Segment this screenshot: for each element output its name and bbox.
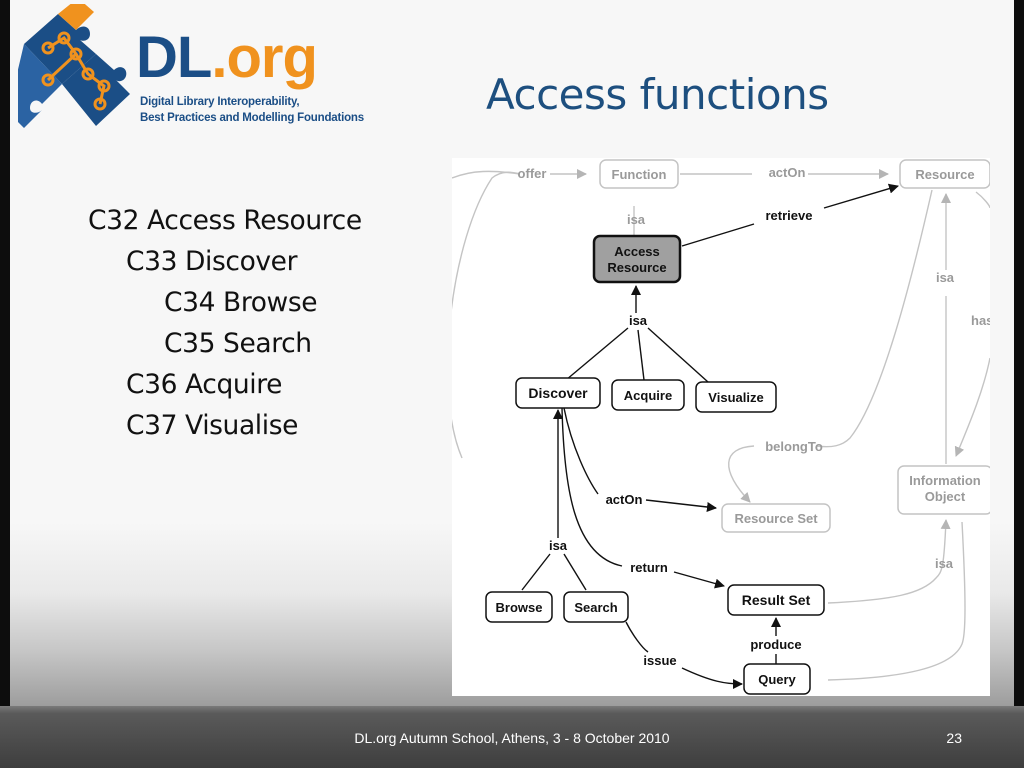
- edge-label-isa-function: isa: [627, 212, 646, 227]
- edge-access-retrieve: [681, 223, 755, 247]
- edge-label-retrieve: retrieve: [766, 208, 813, 223]
- node-resource-set-label: Resource Set: [734, 511, 818, 526]
- puzzle-logo-icon: [18, 4, 130, 128]
- concept-list: C32 Access Resource C33 Discover C34 Bro…: [88, 200, 362, 446]
- logo-wordmark-suffix: .org: [211, 25, 318, 90]
- edge-query-infoobject: [827, 521, 966, 681]
- node-resource[interactable]: Resource: [899, 159, 990, 189]
- edge-label-issue: issue: [643, 653, 676, 668]
- edge-isa-search: [563, 553, 587, 591]
- node-information-object[interactable]: Information Object: [897, 465, 990, 515]
- concept-item-c37: C37 Visualise: [126, 410, 299, 441]
- node-discover[interactable]: Discover: [515, 377, 601, 409]
- edge-label-isa-access: isa: [629, 313, 648, 328]
- edge-label-isa-infoobject: isa: [935, 556, 954, 571]
- node-resource-label: Resource: [915, 167, 974, 182]
- edge-isa-browse: [521, 553, 551, 591]
- edge-isa-acquire: [637, 329, 645, 381]
- edge-isa-discover: [565, 327, 629, 381]
- node-browse-label: Browse: [496, 600, 543, 615]
- edge-isa-visualize: [647, 327, 709, 383]
- node-function[interactable]: Function: [599, 159, 679, 189]
- edge-label-return: return: [630, 560, 668, 575]
- edge-hasi: [954, 357, 990, 457]
- node-function-label: Function: [612, 167, 667, 182]
- edge-label-offer: offer: [518, 166, 547, 181]
- concept-item-c35: C35 Search: [164, 328, 312, 359]
- edge-search-issue: [625, 621, 649, 653]
- edge-label-hasi: hasI: [971, 313, 990, 328]
- edge-discover-acton: [563, 407, 599, 495]
- edge-resource-belongto: [815, 189, 933, 448]
- edge-issue-query: [681, 667, 743, 689]
- slide-footer: DL.org Autumn School, Athens, 3 - 8 Octo…: [0, 706, 1024, 768]
- page-number: 23: [946, 730, 962, 746]
- dark-edges: [521, 183, 899, 689]
- logo-tagline-line2: Best Practices and Modelling Foundations: [140, 112, 364, 124]
- edge-discover-return: [561, 407, 623, 567]
- edge-label-acton-discover: actOn: [606, 492, 643, 507]
- concept-item-c32: C32 Access Resource: [88, 205, 362, 236]
- edge-label-isa-resource: isa: [936, 270, 955, 285]
- node-access-resource[interactable]: Access Resource: [592, 234, 682, 284]
- node-query[interactable]: Query: [743, 663, 811, 695]
- node-information-object-label-1: Information: [909, 473, 981, 488]
- edge-left-loop-2: [452, 171, 521, 459]
- edge-return-resultset: [673, 571, 725, 589]
- node-result-set[interactable]: Result Set: [727, 584, 825, 616]
- node-query-label: Query: [758, 672, 796, 687]
- node-search-label: Search: [574, 600, 617, 615]
- slide: DL.org Digital Library Interoperability,…: [10, 0, 1014, 706]
- edge-label-acton-top: actOn: [769, 165, 806, 180]
- node-result-set-label: Result Set: [742, 592, 811, 608]
- edge-belongto-resourceset: [728, 445, 755, 503]
- slide-title: Access functions: [486, 70, 829, 119]
- node-acquire[interactable]: Acquire: [611, 379, 685, 411]
- edge-retrieve-resource: [823, 183, 899, 209]
- dl-org-logo: DL.org Digital Library Interoperability,…: [18, 4, 364, 136]
- edge-resultset-isa: [827, 519, 951, 604]
- concept-item-c36: C36 Acquire: [126, 369, 283, 400]
- concept-item-c33: C33 Discover: [126, 246, 298, 277]
- concept-map-svg: Function Resource Resource Set Informati…: [452, 159, 990, 695]
- logo-wordmark-main: DL: [136, 25, 212, 90]
- edge-resource-right: [975, 191, 990, 209]
- logo-wordmark: DL.org: [136, 25, 318, 90]
- node-discover-label: Discover: [528, 385, 588, 401]
- edge-label-belongto: belongTo: [765, 439, 823, 454]
- footer-text: DL.org Autumn School, Athens, 3 - 8 Octo…: [354, 730, 670, 746]
- concept-map-diagram: Function Resource Resource Set Informati…: [452, 158, 990, 696]
- node-browse[interactable]: Browse: [485, 591, 553, 623]
- node-information-object-label-2: Object: [925, 489, 966, 504]
- concept-item-c34: C34 Browse: [164, 287, 318, 318]
- node-acquire-label: Acquire: [624, 388, 672, 403]
- node-access-resource-label-2: Resource: [607, 260, 666, 275]
- node-search[interactable]: Search: [563, 591, 629, 623]
- node-visualize[interactable]: Visualize: [695, 381, 777, 413]
- node-resource-set[interactable]: Resource Set: [721, 503, 831, 533]
- node-visualize-label: Visualize: [708, 390, 763, 405]
- edge-label-produce: produce: [750, 637, 801, 652]
- node-access-resource-label-1: Access: [614, 244, 660, 259]
- gray-edges: [452, 169, 990, 681]
- logo-tagline-line1: Digital Library Interoperability,: [140, 96, 300, 108]
- edge-acton-resourceset: [645, 499, 717, 512]
- edge-label-isa-discover: isa: [549, 538, 568, 553]
- edge-labels: offer actOn retrieve isa isa hasI isa be…: [518, 165, 990, 668]
